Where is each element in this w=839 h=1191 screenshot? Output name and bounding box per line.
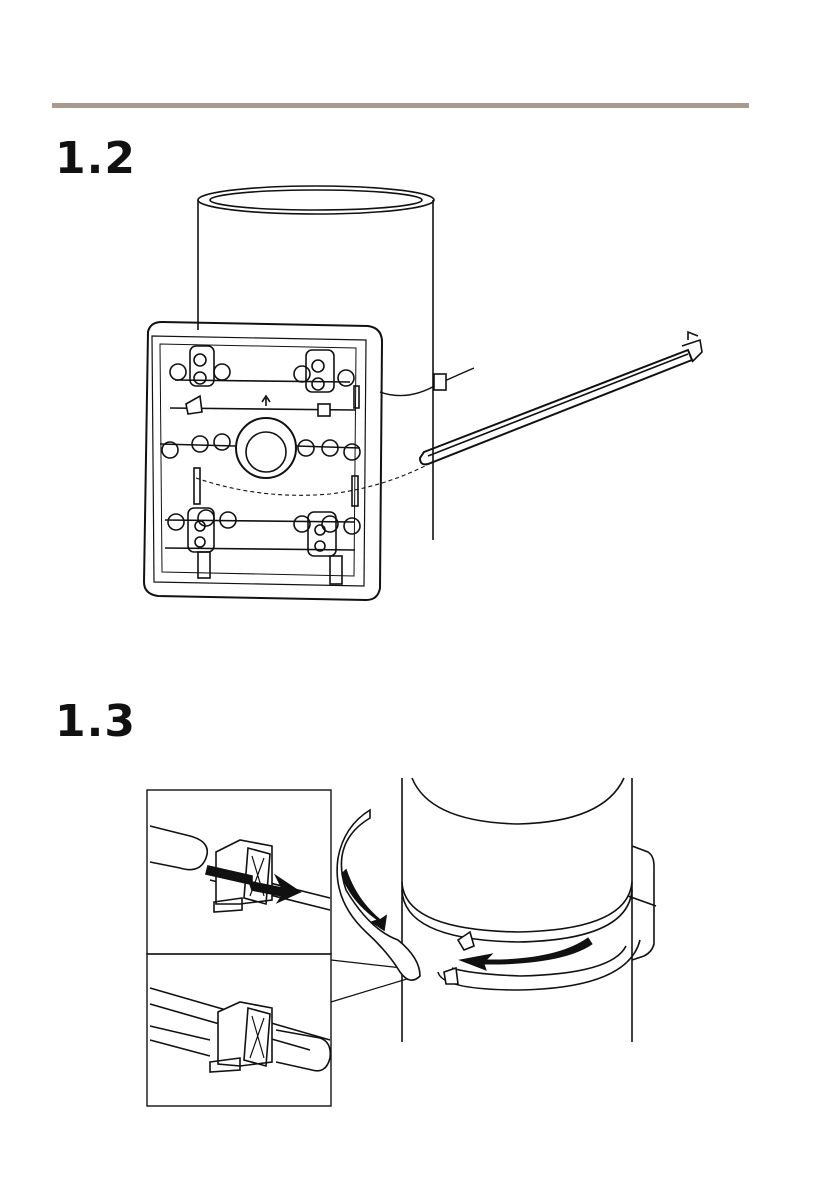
illustration-step-1-2 xyxy=(144,186,702,600)
buckle-fold-detail-icon xyxy=(150,988,330,1072)
pole-icon xyxy=(198,186,434,540)
buckle-detail-icon xyxy=(150,826,330,912)
mounting-bracket-icon xyxy=(144,322,425,600)
illustration-step-1-3 xyxy=(147,778,656,1106)
pole-with-strap-icon xyxy=(337,778,656,1042)
steel-strap-icon xyxy=(420,332,702,464)
